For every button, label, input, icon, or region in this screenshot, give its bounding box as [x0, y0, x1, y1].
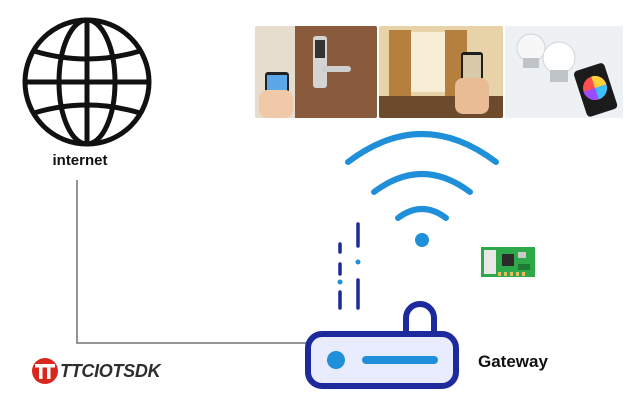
- smart-bulb-photo: [505, 26, 623, 118]
- internet-label: internet: [52, 152, 108, 169]
- router-icon: [305, 301, 459, 389]
- wifi-icon: [345, 131, 499, 247]
- signal-icon: [337, 222, 361, 310]
- brand-logo-text: TTCIOTSDK: [60, 361, 161, 381]
- connection-line: [76, 180, 310, 344]
- gateway-label: Gateway: [478, 352, 548, 371]
- iot-module-icon: [481, 247, 535, 277]
- globe-icon: [22, 17, 152, 147]
- ttc-logo-mark: [32, 358, 58, 384]
- smart-door-lock-photo: [255, 26, 377, 118]
- smart-curtain-photo: [379, 26, 503, 118]
